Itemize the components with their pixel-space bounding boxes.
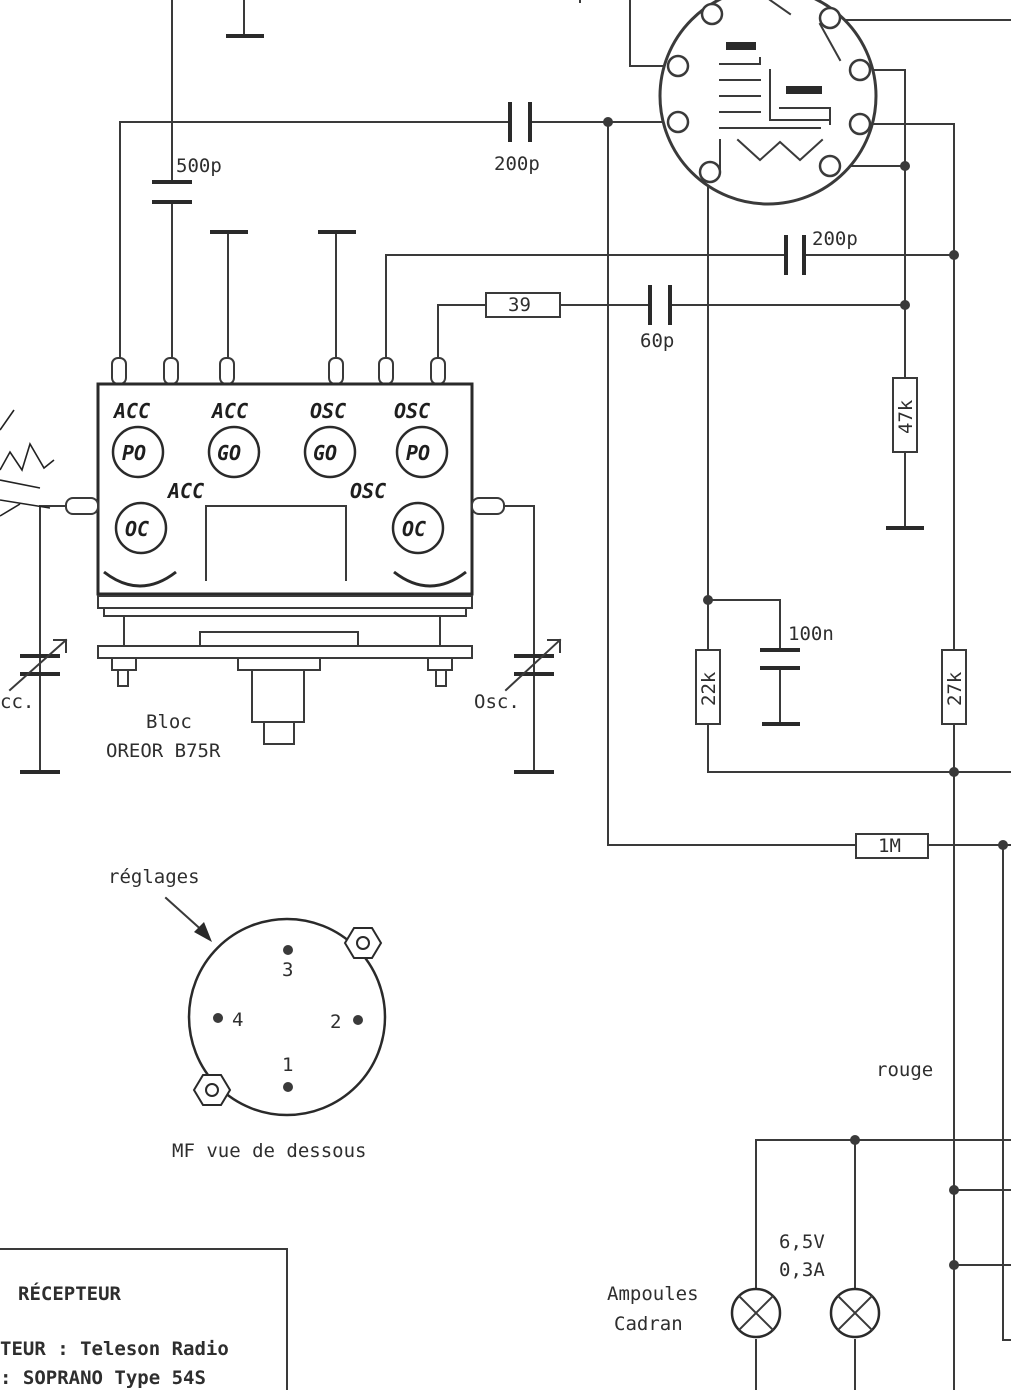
- svg-text:GO: GO: [313, 441, 337, 465]
- capacitor-100n: 100n: [760, 623, 834, 670]
- junctions: [603, 117, 1008, 1270]
- res-27k-label: 27k: [944, 671, 966, 706]
- resistor-1M: 1M: [855, 833, 929, 859]
- reglages-label: réglages: [108, 866, 200, 888]
- svg-text:ACC: ACC: [210, 399, 248, 423]
- res-47k-label: 47k: [895, 399, 917, 434]
- bloc-oreor: [65, 357, 505, 745]
- res-39-label: 39: [508, 294, 531, 316]
- coil-osc-go: OSC GO: [303, 399, 357, 479]
- capacitor-500p: 500p: [152, 155, 222, 204]
- bloc-title-line1: Bloc: [146, 711, 192, 733]
- resistor-39: 39: [485, 292, 561, 318]
- mf-pin-2: 2: [330, 1011, 341, 1033]
- svg-text:ACC: ACC: [112, 399, 150, 423]
- capacitor-200p-top: 200p: [494, 102, 540, 175]
- coil-acc-po: ACC PO: [111, 399, 165, 479]
- mf-pin-4: 4: [232, 1009, 243, 1031]
- svg-text:OSC: OSC: [310, 399, 346, 423]
- cap-60p-label: 60p: [640, 330, 674, 352]
- coil-acc-oc: ACC OC: [114, 479, 204, 555]
- svg-text:GO: GO: [217, 441, 241, 465]
- svg-text:PO: PO: [406, 441, 430, 465]
- capacitor-60p: 60p: [640, 285, 674, 352]
- mf-caption: MF vue de dessous: [172, 1140, 366, 1162]
- resistor-27k: 27k: [941, 649, 967, 725]
- var-cap-right-label: Osc.: [474, 691, 520, 713]
- svg-text:OC: OC: [125, 517, 149, 541]
- svg-text:ACC: ACC: [166, 479, 204, 503]
- coil-osc-oc: OSC OC: [350, 479, 445, 555]
- svg-text:PO: PO: [122, 441, 146, 465]
- coil-acc-go: ACC GO: [207, 399, 261, 479]
- variable-cap-right: Osc.: [474, 638, 562, 713]
- resistor-47k: 47k: [892, 377, 918, 453]
- info-line1: TEUR : Teleson Radio: [0, 1338, 229, 1360]
- mf-transformer: réglages 3 1 4 2 MF vue de dessous: [108, 866, 387, 1162]
- var-cap-left-label: cc.: [0, 691, 34, 713]
- info-box: RÉCEPTEUR TEUR : Teleson Radio : SOPRANO…: [0, 1248, 288, 1390]
- lamp-label-line1: Ampoules: [607, 1283, 699, 1305]
- info-heading: RÉCEPTEUR: [18, 1282, 122, 1305]
- cap-200p-top-label: 200p: [494, 153, 540, 175]
- info-line2: : SOPRANO Type 54S: [0, 1367, 206, 1389]
- svg-text:OSC: OSC: [394, 399, 430, 423]
- lamp-rating-voltage: 6,5V: [779, 1231, 825, 1253]
- coil-osc-po: OSC PO: [394, 399, 449, 479]
- res-1M-label: 1M: [878, 835, 901, 857]
- dial-lamps: 6,5V 0,3A Ampoules Cadran: [607, 1231, 881, 1339]
- resistor-22k: 22k: [695, 649, 721, 725]
- mf-pin-1: 1: [282, 1054, 293, 1076]
- top-wiring: [20, 0, 1011, 1390]
- wire-color-label: rouge: [876, 1059, 933, 1081]
- cap-500p-label: 500p: [176, 155, 222, 177]
- vacuum-tube: [658, 0, 878, 206]
- cap-200p-mid-label: 200p: [812, 228, 858, 250]
- lamp-label-line2: Cadran: [614, 1313, 683, 1335]
- bloc-title-line2: OREOR B75R: [106, 740, 221, 762]
- svg-text:OC: OC: [402, 517, 426, 541]
- mf-pin-3: 3: [282, 959, 293, 981]
- antenna-scribble: [0, 409, 55, 517]
- variable-cap-left: cc.: [0, 638, 68, 713]
- lamp-rating-current: 0,3A: [779, 1259, 825, 1281]
- svg-text:OSC: OSC: [350, 479, 386, 503]
- res-22k-label: 22k: [698, 671, 720, 706]
- capacitor-200p-mid: 200p: [784, 228, 858, 275]
- cap-100n-label: 100n: [788, 623, 834, 645]
